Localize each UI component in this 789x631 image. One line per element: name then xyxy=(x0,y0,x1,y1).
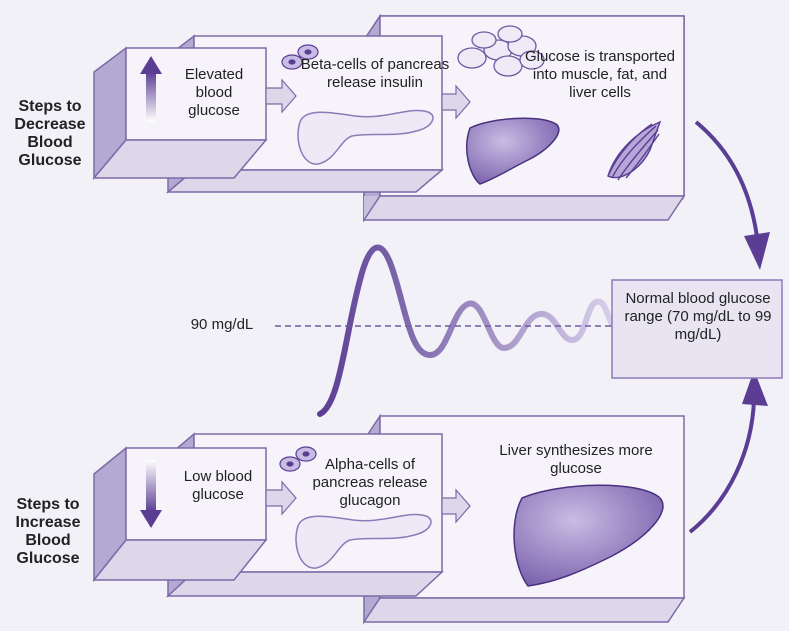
alpha-cells-label: Alpha-cells of pancreas release glucagon xyxy=(312,456,428,509)
reference-value-label: 90 mg/dL xyxy=(190,316,254,333)
low-glucose-label: Low blood glucose xyxy=(183,468,253,503)
pancreas-icon xyxy=(295,513,432,569)
block-arrow-icon xyxy=(441,84,471,120)
down-arrow-icon xyxy=(140,460,162,528)
liver-synthesizes-label: Liver synthesizes more glucose xyxy=(499,442,653,477)
liver-icon xyxy=(466,117,560,185)
increase-steps-label: Steps to Increase Blood Glucose xyxy=(15,496,81,567)
pancreas-icon xyxy=(297,109,434,165)
block-arrow-icon xyxy=(265,480,297,516)
pancreas-cells-icon xyxy=(279,446,317,472)
fat-cells-icon xyxy=(457,25,545,77)
elevated-glucose-label: Elevated blood glucose xyxy=(184,66,244,119)
decrease-steps-label: Steps to Decrease Blood Glucose xyxy=(14,98,86,169)
liver-icon xyxy=(513,484,664,587)
normal-range-label: Normal blood glucose range (70 mg/dL to … xyxy=(624,290,772,343)
curved-arrow-down-icon xyxy=(694,120,770,270)
muscle-icon xyxy=(607,120,662,181)
curved-arrow-up-icon xyxy=(688,370,768,534)
block-arrow-icon xyxy=(441,488,471,524)
glucose-wave xyxy=(317,244,617,417)
pancreas-cells-icon xyxy=(281,44,319,70)
normal-range-box xyxy=(611,279,783,379)
block-arrow-icon xyxy=(265,78,297,114)
up-arrow-icon xyxy=(140,56,162,122)
beta-cells-label: Beta-cells of pancreas release insulin xyxy=(300,56,450,91)
glucose-transport-label: Glucose is transported into muscle, fat,… xyxy=(524,48,676,101)
